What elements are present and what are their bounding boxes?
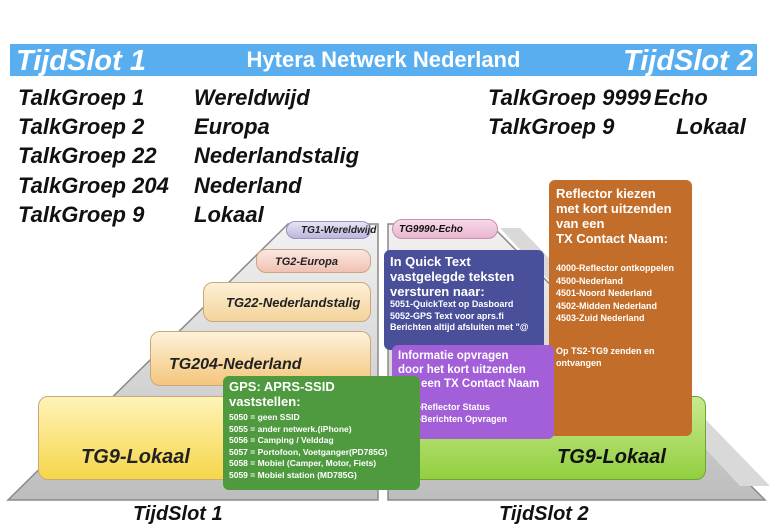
- talkgroup-name: Nederland: [194, 173, 302, 198]
- talkgroup-id: TalkGroep 2: [18, 114, 145, 139]
- quicktext-item: 5052-GPS Text voor aprs.fi: [390, 310, 504, 321]
- reflector-note: Op TS2-TG9 zenden en: [556, 345, 655, 356]
- gps-item: 5059 = Mobiel station (MD785G): [229, 469, 357, 480]
- pyramid-step-tg204: TG204-Nederland: [150, 331, 371, 386]
- talkgroup-name: Europa: [194, 114, 270, 139]
- gps-item: 5058 = Mobiel (Camper, Motor, Fiets): [229, 458, 377, 468]
- reflector-note: ontvangen: [556, 357, 602, 368]
- gps-aprs-box: GPS: APRS-SSID vaststellen: 5050 = geen …: [223, 376, 420, 490]
- gps-item: 5056 = Camping / Velddag: [229, 435, 334, 445]
- info-heading-line: Informatie opvragen: [398, 350, 509, 362]
- quicktext-heading-line: versturen naar:: [390, 284, 485, 299]
- talkgroup-id: TalkGroep 204: [18, 173, 169, 198]
- talkgroup-name: Nederlandstalig: [194, 143, 360, 168]
- footer-timeslot-2: TijdSlot 2: [499, 503, 589, 525]
- reflector-heading-line: Reflector kiezen: [556, 186, 656, 201]
- pyramid-step-tg1: TG1-Wereldwijd: [286, 221, 376, 239]
- gps-heading-line: GPS: APRS-SSID: [229, 379, 335, 394]
- footer-timeslot-1: TijdSlot 1: [133, 503, 223, 525]
- quicktext-heading-line: In Quick Text: [390, 254, 471, 269]
- reflector-item: 4000-Reflector ontkoppelen: [556, 263, 675, 273]
- info-heading-line: van een TX Contact Naam: [398, 378, 540, 390]
- talkgroup-id: TalkGroep 9999: [488, 85, 652, 110]
- gps-item: 5050 = geen SSID: [229, 412, 300, 422]
- quicktext-heading-line: vastgelegde teksten: [390, 269, 515, 284]
- header-bar: TijdSlot 1 Hytera Netwerk Nederland Tijd…: [10, 44, 757, 77]
- talkgroup-id: TalkGroep 9: [18, 202, 145, 227]
- reflector-heading-line: van een: [556, 216, 605, 231]
- info-item: 5001-Berichten Opvragen: [398, 414, 508, 424]
- talkgroup-name: Echo: [654, 85, 708, 110]
- reflector-item: 4500-Nederland: [556, 275, 624, 286]
- reflector-heading-line: met kort uitzenden: [556, 201, 672, 216]
- reflector-item: 4503-Zuid Nederland: [556, 313, 645, 323]
- gps-item: 5055 = ander netwerk.(iPhone): [229, 423, 352, 434]
- quicktext-item: Berichten altijd afsluiten met "@: [390, 322, 529, 332]
- header-timeslot-1: TijdSlot 1: [16, 45, 146, 77]
- gps-item: 5057 = Portofoon, Voetganger(PD785G): [229, 446, 388, 457]
- reflector-item: 4502-Midden Nederland: [556, 300, 658, 311]
- gps-heading-line: vaststellen:: [229, 394, 301, 409]
- talkgroup-id: TalkGroep 9: [488, 114, 615, 139]
- talkgroup-id: TalkGroep 1: [18, 85, 145, 110]
- quicktext-info-box: In Quick Text vastgelegde teksten verstu…: [384, 250, 544, 350]
- talkgroup-name: Lokaal: [676, 114, 746, 139]
- reflector-info-box: Reflector kiezen met kort uitzenden van …: [549, 180, 692, 436]
- talkgroup-name: Lokaal: [194, 202, 264, 227]
- talkgroup-name: Wereldwijd: [194, 85, 310, 110]
- talkgroup-id: TalkGroep 22: [18, 143, 157, 168]
- reflector-heading-line: TX Contact Naam:: [556, 231, 668, 246]
- header-timeslot-2: TijdSlot 2: [623, 45, 753, 77]
- reflector-item: 4501-Noord Nederland: [556, 288, 653, 298]
- info-heading-line: door het kort uitzenden: [398, 364, 526, 376]
- header-title: Hytera Netwerk Nederland: [246, 47, 521, 72]
- pyramid-step-tg22: TG22-Nederlandstalig: [203, 282, 371, 322]
- pyramid-step-tg9990: TG9990-Echo: [392, 219, 498, 239]
- pyramid-step-tg2: TG2-Europa: [256, 249, 371, 273]
- quicktext-item: 5051-QuickText op Dasboard: [390, 299, 514, 309]
- info-item: 5000-Reflector Status: [398, 402, 491, 412]
